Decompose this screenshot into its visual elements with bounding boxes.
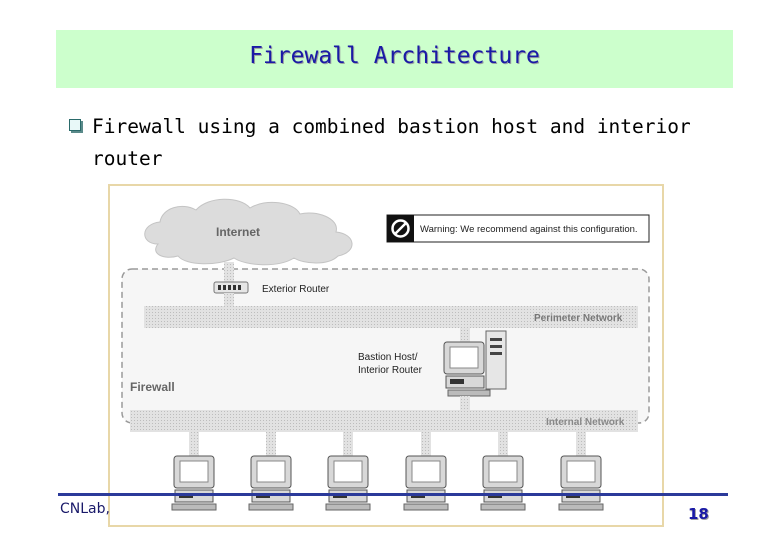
internet-link <box>224 262 234 288</box>
diagram-canvas: Internet Warning: We recommend against t… <box>121 198 650 511</box>
workstation-computer-icon <box>171 432 217 511</box>
internet-label: Internet <box>216 225 260 239</box>
workstation-computer-icon <box>403 432 449 511</box>
internal-hosts <box>171 432 604 511</box>
bullet-icon <box>69 119 81 131</box>
exterior-router-icon <box>213 281 249 294</box>
internal-network-label: Internal Network <box>546 417 625 428</box>
bastion-internal-link <box>460 396 470 410</box>
perimeter-network-band <box>144 306 638 328</box>
workstation-computer-icon <box>558 432 604 511</box>
bastion-host-computer-icon <box>443 330 507 397</box>
exterior-router-label: Exterior Router <box>262 284 330 295</box>
title-bar: Firewall Architecture <box>56 30 733 88</box>
internal-network-band <box>130 410 638 432</box>
footer-line <box>58 493 728 496</box>
bastion-perimeter-link <box>460 328 470 346</box>
firewall-diagram: Internet Warning: We recommend against t… <box>108 184 664 527</box>
internet-cloud-icon <box>144 198 353 266</box>
workstation-computer-icon <box>248 432 294 511</box>
router-perimeter-link <box>224 293 234 306</box>
footer-left-text: CNLab, <box>60 501 110 517</box>
perimeter-network-label: Perimeter Network <box>534 313 623 324</box>
slide-title: Firewall Architecture <box>249 43 540 69</box>
warning-box <box>386 214 650 243</box>
no-entry-icon <box>391 219 410 238</box>
workstation-computer-icon <box>480 432 526 511</box>
bullet-text: Firewall using a combined bastion host a… <box>92 115 691 170</box>
firewall-boundary <box>121 268 650 424</box>
warning-text: Warning: We recommend against this confi… <box>420 224 638 235</box>
page-number: 18 <box>688 505 709 523</box>
firewall-label: Firewall <box>130 380 175 394</box>
workstation-computer-icon <box>325 432 371 511</box>
bastion-label-line2: Interior Router <box>358 365 423 376</box>
bastion-label-line1: Bastion Host/ <box>358 352 418 363</box>
